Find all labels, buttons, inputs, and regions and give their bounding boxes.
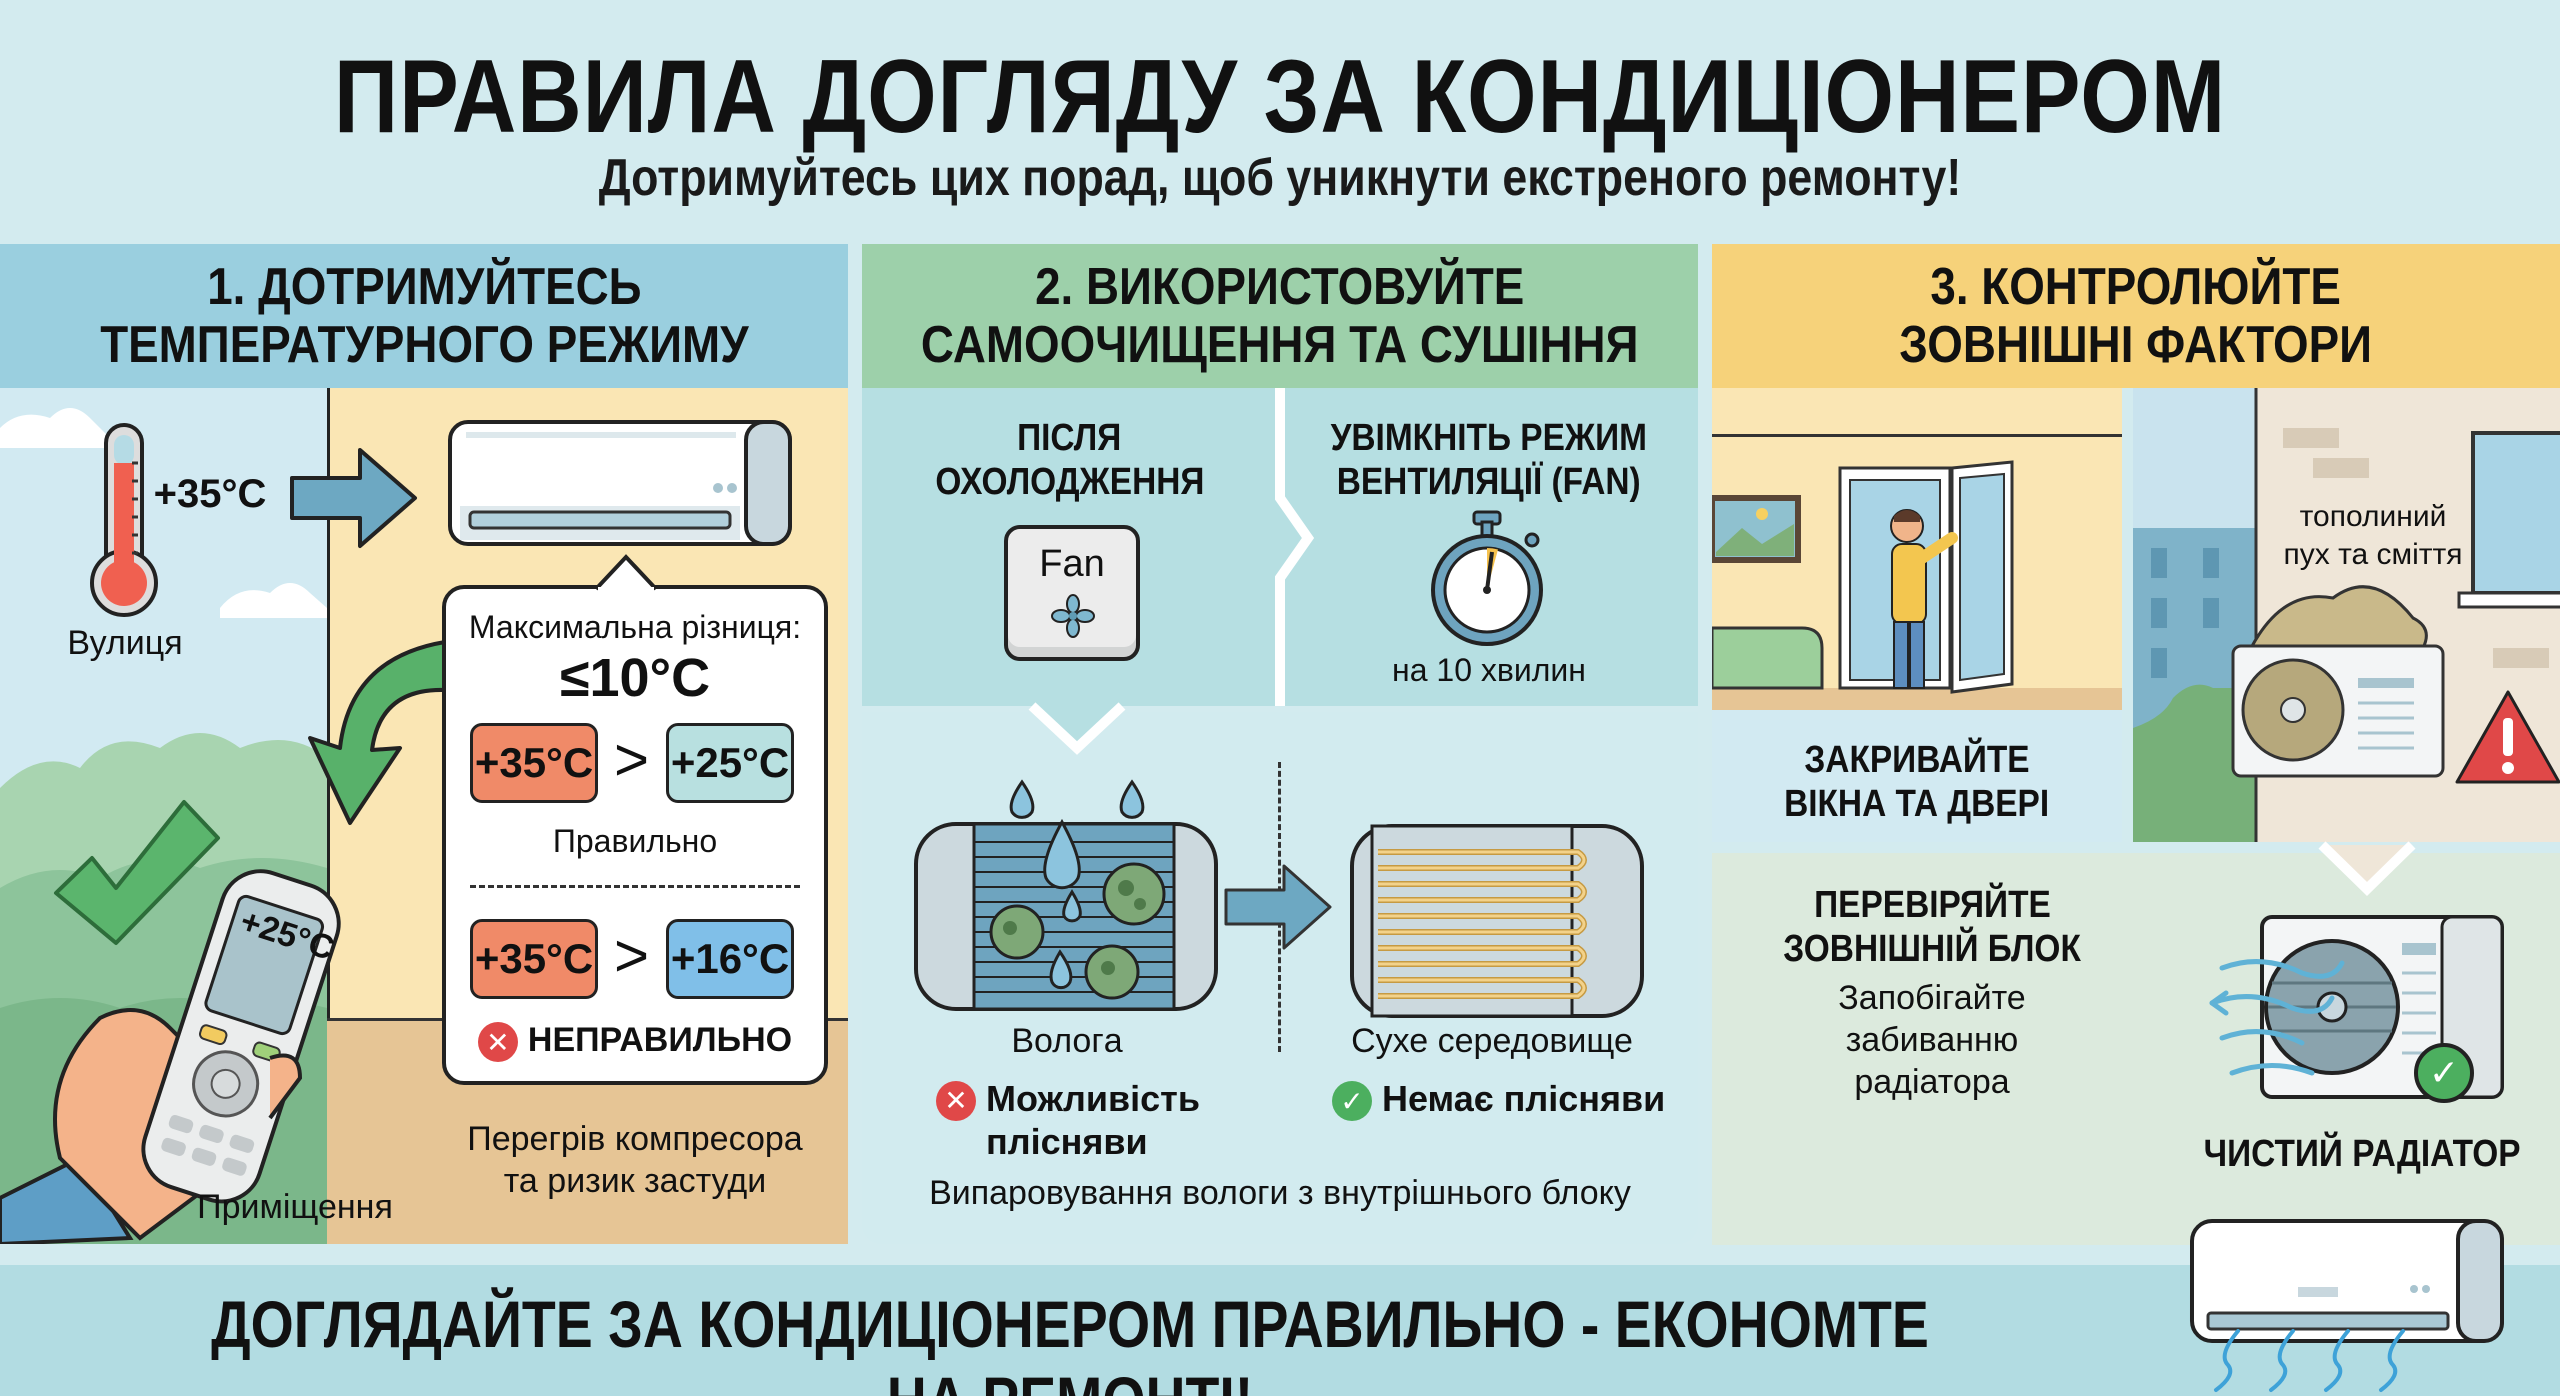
check-circle-icon: ✓ — [2414, 1043, 2474, 1103]
x-circle-icon: ✕ — [477, 1022, 518, 1063]
dry-result: ✓Немає плісняви — [1332, 1078, 1666, 1122]
person-closing-door-illustration — [1712, 460, 2014, 694]
page-subtitle: Дотримуйтесь цих порад, щоб уникнути екс… — [598, 149, 1962, 207]
clean-outdoor-unit-icon — [2209, 915, 2504, 1099]
step1-line1: ПІСЛЯ — [1017, 417, 1122, 459]
clean-radiator-label: ЧИСТИЙ РАДІАТОР — [2203, 1133, 2521, 1175]
room-ceiling-line — [1712, 434, 2122, 437]
wrong-label: НЕПРАВИЛЬНО — [527, 1021, 793, 1059]
section3-title-line1: 3. КОНТРОЛЮЙТЕ — [1930, 258, 2342, 316]
x-circle-icon: ✕ — [936, 1081, 976, 1122]
section1-header: 1. ДОТРИМУЙТЕСЬ ТЕМПЕРАТУРНОГО РЕЖИМУ — [0, 244, 848, 388]
warning-triangle-icon — [2455, 690, 2560, 784]
dry-label: Сухе середовище — [1351, 1022, 1633, 1060]
section2-top-panel: ПІСЛЯ ОХОЛОДЖЕННЯ Fan УВІМКНІТЬ РЕЖИМ ВЕ… — [862, 388, 1698, 706]
dry-coil-icon — [1350, 824, 1644, 1018]
step1-line2: ОХОЛОДЖЕННЯ — [934, 461, 1205, 503]
page-title: ПРАВИЛА ДОГЛЯДУ ЗА КОНДИЦІОНЕРОМ — [333, 39, 2227, 155]
step1-title: ПІСЛЯ ОХОЛОДЖЕННЯ — [862, 416, 1277, 504]
wet-result-line2: плісняви — [986, 1121, 1148, 1163]
section2-header: 2. ВИКОРИСТОВУЙТЕ САМООЧИЩЕННЯ ТА СУШІНН… — [862, 244, 1698, 388]
prevent-line3: радіатора — [1854, 1063, 2010, 1101]
correct-indoor-temp: +25°C — [666, 723, 794, 803]
check-title: ПЕРЕВІРЯЙТЕ ЗОВНІШНІЙ БЛОК — [1732, 883, 2132, 971]
fan-duration: на 10 хвилин — [1392, 652, 1586, 688]
hand-holding-remote-icon — [0, 869, 341, 1244]
arrow-right-icon — [290, 448, 417, 548]
step2-line2: ВЕНТИЛЯЦІЇ (FAN) — [1337, 461, 1641, 503]
thermometer-icon — [90, 423, 158, 617]
debris-line1: тополиний — [2299, 500, 2447, 533]
section3-header: 3. КОНТРОЛЮЙТЕ ЗОВНІШНІ ФАКТОРИ — [1712, 244, 2560, 388]
close-line1: ЗАКРИВАЙТЕ — [1804, 739, 2030, 781]
building-and-tree-illustration — [2133, 388, 2560, 842]
dry-result-text: Немає плісняви — [1382, 1078, 1666, 1119]
fan-button-label: Fan — [1039, 543, 1105, 585]
outdoor-label: Вулиця — [67, 624, 183, 662]
room-floor — [1712, 688, 2122, 710]
check-circle-icon: ✓ — [1332, 1081, 1372, 1122]
panel-pointer — [2318, 841, 2416, 896]
stopwatch-icon — [1431, 510, 1543, 646]
section1-title-line1: 1. ДОТРИМУЙТЕСЬ — [206, 258, 642, 316]
correct-outdoor-temp: +35°C — [470, 723, 598, 803]
section2-bottom-panel: Вологa Сухе середовище ✕Можливість плісн… — [862, 702, 1698, 1244]
consequence-line2: та ризик застуди — [503, 1162, 767, 1200]
correct-greater-sign: > — [614, 726, 650, 793]
debris-line2: пух та сміття — [2283, 538, 2463, 571]
outdoor-temperature: +35°C — [153, 472, 267, 516]
wrong-outdoor-temp: +35°C — [470, 919, 598, 999]
section3-title-line2: ЗОВНІШНІ ФАКТОРИ — [1899, 316, 2373, 374]
evaporation-caption: Випаровування вологи з внутрішнього блок… — [929, 1174, 1631, 1212]
check-outdoor-unit-panel: ПЕРЕВІРЯЙТЕ ЗОВНІШНІЙ БЛОК Запобігайте з… — [1712, 841, 2560, 1245]
indoor-ac-unit-icon — [448, 420, 792, 546]
close-windows-panel: ЗАКРИВАЙТЕ ВІКНА ТА ДВЕРІ — [1712, 388, 2122, 842]
max-difference-value: ≤10°C — [559, 648, 711, 708]
prevent-line2: забиванню — [1845, 1021, 2019, 1059]
prevent-text: Запобігайте забиванню радіатора — [1732, 977, 2132, 1103]
wet-label: Вологa — [1011, 1022, 1123, 1060]
panel-pointer — [1028, 702, 1126, 755]
wrong-indoor-temp: +16°C — [666, 919, 794, 999]
section2-title-line2: САМООЧИЩЕННЯ ТА СУШІННЯ — [921, 316, 1639, 374]
dashed-divider — [470, 885, 800, 888]
footer-banner — [0, 1265, 2560, 1396]
max-difference-label: Максимальна різниця: — [468, 609, 802, 645]
close-title: ЗАКРИВАЙТЕ ВІКНА ТА ДВЕРІ — [1712, 738, 2122, 826]
prevent-line1: Запобігайте — [1838, 979, 2026, 1017]
step2-title: УВІМКНІТЬ РЕЖИМ ВЕНТИЛЯЦІЇ (FAN) — [1280, 416, 1698, 504]
footer-banner-text: ДОГЛЯДАЙТЕ ЗА КОНДИЦІОНЕРОМ ПРАВИЛЬНО - … — [211, 1287, 1929, 1396]
step-divider — [1275, 388, 1315, 706]
bubble-pointer — [594, 554, 658, 595]
debris-panel: тополиний пух та сміття — [2133, 388, 2560, 842]
check-line2: ЗОВНІШНІЙ БЛОК — [1783, 928, 2081, 970]
indoor-ac-unit-blowing-icon — [2190, 1219, 2504, 1392]
step2-line1: УВІМКНІТЬ РЕЖИМ — [1330, 417, 1648, 459]
consequence-line1: Перегрів компресора — [467, 1120, 803, 1158]
fan-button[interactable]: Fan — [1004, 525, 1140, 661]
section1-title-line2: ТЕМПЕРАТУРНОГО РЕЖИМУ — [99, 316, 749, 374]
check-mark-icon — [54, 800, 220, 945]
arrow-right-icon — [1224, 864, 1332, 950]
section2-title-line1: 2. ВИКОРИСТОВУЙТЕ — [1035, 258, 1525, 316]
section1-panel: +35°C Вулиця +25°C — [0, 388, 848, 1244]
wet-result-line1: Можливість — [986, 1078, 1200, 1119]
wrong-greater-sign: > — [614, 922, 650, 989]
indoor-label: Приміщення — [197, 1188, 393, 1226]
temperature-rule-bubble: Максимальна різниця: ≤10°C +35°C > +25°C… — [442, 554, 828, 1085]
wet-coil-with-mold-icon — [914, 779, 1218, 1011]
wet-result: ✕Можливість плісняви — [936, 1078, 1200, 1163]
check-line1: ПЕРЕВІРЯЙТЕ — [1813, 884, 2051, 926]
correct-label: Правильно — [552, 823, 718, 859]
wrong-row: ✕НЕПРАВИЛЬНО — [446, 1021, 824, 1063]
debris-label: тополиний пух та сміття — [2273, 498, 2473, 574]
green-curved-arrow-icon — [308, 640, 447, 825]
close-line2: ВІКНА ТА ДВЕРІ — [1784, 783, 2050, 825]
fan-icon — [1051, 594, 1095, 638]
